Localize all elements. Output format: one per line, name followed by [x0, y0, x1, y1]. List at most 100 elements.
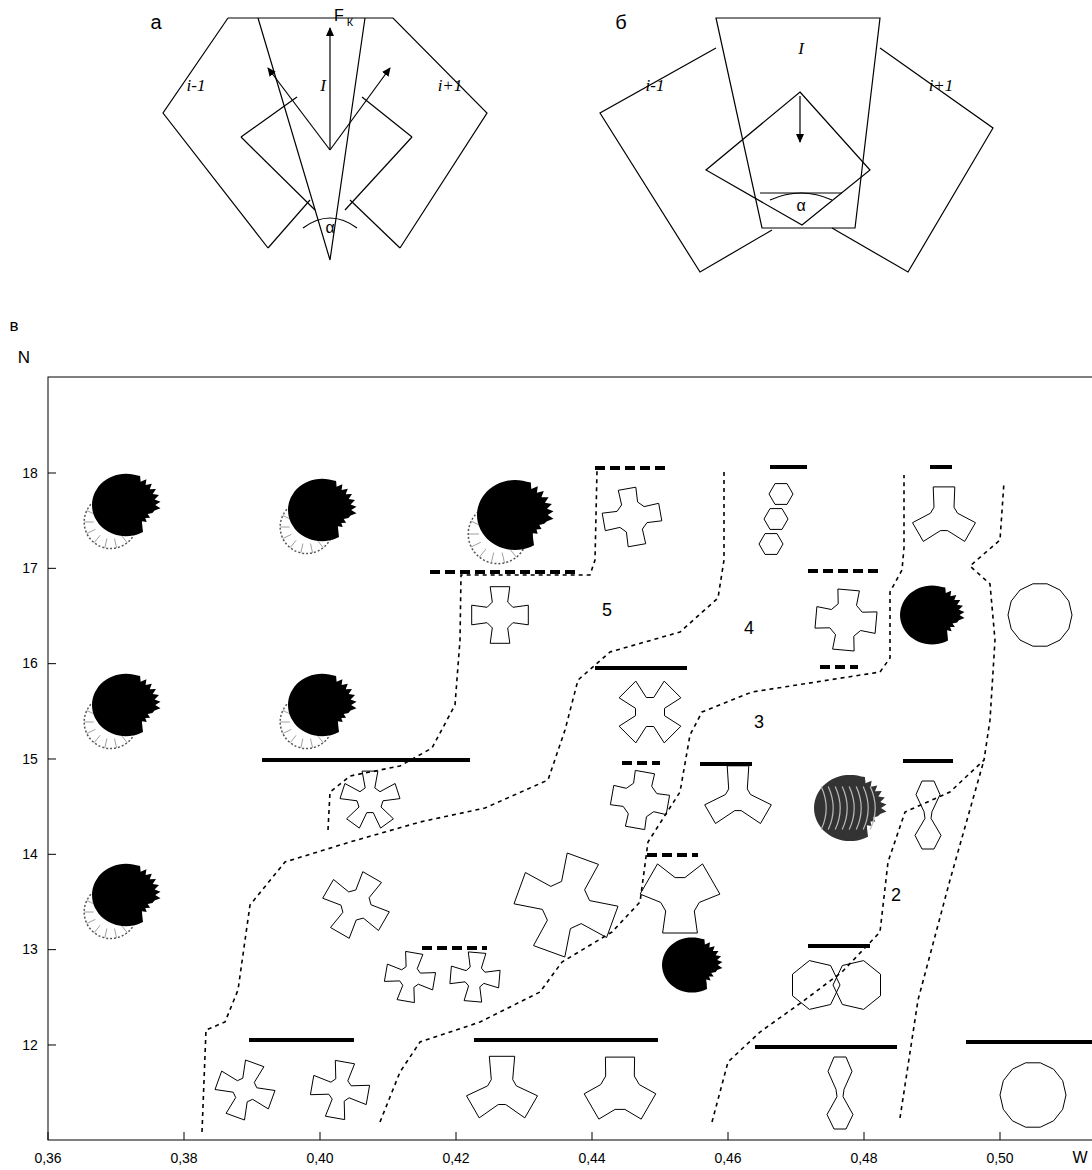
shell-rib	[84, 722, 94, 723]
figure-label: 0,46	[714, 1151, 741, 1165]
figure-label: i-1	[187, 77, 206, 94]
range-bar	[474, 1038, 658, 1042]
shell-rib	[317, 735, 323, 742]
shell-rib	[471, 542, 481, 547]
shell-rib	[283, 729, 292, 733]
figure-label: 15	[22, 752, 38, 766]
shell-rib	[280, 527, 290, 528]
x-tick	[728, 1132, 729, 1140]
range-bar	[262, 758, 470, 762]
cell-outline	[640, 864, 720, 933]
figure-label: 0,50	[986, 1151, 1013, 1165]
cell-outline	[764, 509, 788, 530]
range-bar	[770, 465, 807, 469]
embryo-stripe	[870, 786, 875, 829]
panel-b	[600, 18, 993, 272]
cell-outline	[450, 952, 500, 1002]
cell-outline	[215, 1060, 275, 1120]
shell-rib	[87, 529, 96, 533]
cell-outline	[323, 872, 390, 939]
cell-outline	[467, 1056, 538, 1118]
dashed-range-bar	[422, 946, 487, 950]
embryo-stripe	[828, 786, 833, 829]
figure-label: 0,38	[170, 1151, 197, 1165]
cell-outline	[514, 853, 618, 957]
shell-rib	[479, 549, 486, 557]
figure-label: 13	[22, 942, 38, 956]
range-bar	[966, 1040, 1092, 1044]
region-boundaries	[202, 468, 1004, 1132]
shell-rib	[87, 729, 96, 733]
y-tick	[48, 1044, 56, 1045]
cell-outline	[610, 770, 669, 829]
figure-label: F	[334, 8, 344, 24]
embryo-body	[662, 937, 722, 992]
chart-frame	[48, 377, 1092, 1140]
cell-outline	[915, 781, 941, 849]
shell-rib	[121, 925, 127, 932]
embryo-stripe	[842, 786, 847, 829]
cell-outline	[472, 587, 529, 644]
shell-rib	[468, 534, 479, 535]
shell-rib	[94, 535, 100, 542]
shell-rib	[510, 549, 517, 557]
figure-label: в	[9, 317, 18, 334]
range-bar	[249, 1038, 354, 1042]
figure-label: К	[347, 17, 353, 28]
cell-outline	[827, 1057, 853, 1129]
x-tick	[184, 1132, 185, 1140]
shell-rib	[84, 912, 94, 913]
figure-label: 3	[754, 713, 764, 731]
range-bars	[249, 467, 1092, 1047]
embryo-stripe	[821, 786, 826, 829]
dashed-range-bar	[622, 761, 660, 765]
dashed-range-bar	[808, 569, 880, 573]
shell-rib	[105, 539, 107, 548]
dashed-range-bar	[430, 570, 580, 574]
dashed-range-bar	[820, 665, 858, 669]
figure-label: 2	[891, 886, 901, 904]
figure-label: i+1	[438, 77, 463, 94]
embryo-body	[814, 775, 887, 841]
figure-label: i+1	[929, 77, 954, 94]
figure-label: б	[615, 12, 626, 32]
shell-rib	[280, 722, 290, 723]
dashed-range-bar	[595, 466, 670, 470]
cell-outline	[1008, 584, 1072, 646]
figure-label: 0,42	[442, 1151, 469, 1165]
figure-label: 0,44	[578, 1151, 605, 1165]
figure-label: 17	[22, 561, 38, 575]
range-bar	[808, 944, 870, 948]
range-bar	[903, 759, 953, 763]
y-tick	[48, 758, 56, 759]
cell-outline	[584, 1057, 656, 1119]
range-bar	[595, 666, 687, 670]
y-tick	[48, 854, 56, 855]
cell-outline	[759, 534, 783, 555]
shell-rib	[114, 539, 116, 548]
shell-rib	[301, 544, 303, 553]
embryo-stripe	[863, 786, 868, 829]
axis-ticks	[48, 473, 1000, 1140]
embryo-body	[288, 674, 357, 737]
cell-outline	[310, 1060, 369, 1119]
embryo-body	[477, 480, 554, 550]
embryo-stripe	[835, 786, 840, 829]
shell-rib	[94, 925, 100, 932]
figure-label: 5	[602, 601, 612, 619]
x-tick	[456, 1132, 457, 1140]
embryo-body	[92, 864, 161, 927]
figure-label: 0,36	[34, 1151, 61, 1165]
embryo-body	[288, 479, 357, 542]
shell-rib	[290, 540, 296, 547]
shell-rib	[121, 735, 127, 742]
figure-label: 0,48	[850, 1151, 877, 1165]
figure-label: N	[18, 349, 30, 366]
shell-rib	[310, 739, 312, 748]
y-tick	[48, 663, 56, 664]
x-tick	[48, 1132, 49, 1140]
x-tick	[592, 1132, 593, 1140]
shell-rib	[301, 739, 303, 748]
shell-rib	[317, 540, 323, 547]
figure-label: 16	[22, 656, 38, 670]
